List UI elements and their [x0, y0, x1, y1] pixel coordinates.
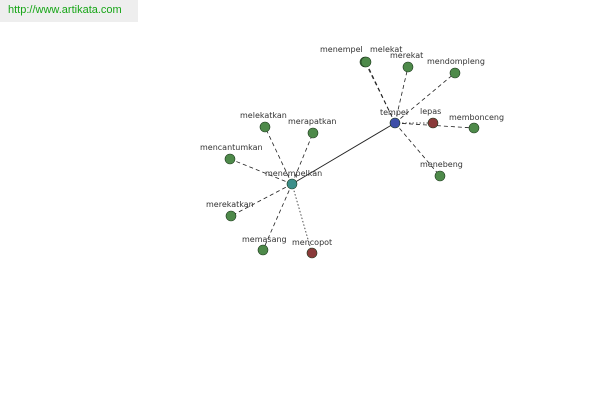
edge-menempelkan-melekatkan [264, 126, 293, 185]
node-mencopot[interactable] [306, 247, 318, 259]
edge-menempelkan-memasang [262, 183, 293, 251]
node-label-membonceng[interactable]: membonceng [449, 113, 504, 122]
node-label-menebeng[interactable]: menebeng [420, 160, 463, 169]
node-label-merekat[interactable]: merekat [390, 51, 423, 60]
site-url-link[interactable]: http://www.artikata.com [8, 4, 122, 16]
node-label-menempelkan[interactable]: menempelkan [265, 169, 322, 178]
edge-menempelkan-merekatkan [230, 183, 293, 217]
edge-tempel-menempel [364, 61, 396, 124]
node-membonceng[interactable] [468, 122, 480, 134]
node-label-merekatkan[interactable]: merekatkan [206, 200, 254, 209]
node-melekat[interactable] [360, 56, 372, 68]
node-merekatkan[interactable] [225, 210, 237, 222]
node-label-tempel[interactable]: tempel [380, 108, 408, 117]
node-label-lepas[interactable]: lepas [420, 107, 441, 116]
node-label-merapatkan[interactable]: merapatkan [288, 117, 337, 126]
node-menebeng[interactable] [434, 170, 446, 182]
node-lepas[interactable] [427, 117, 439, 129]
edge-tempel-melekat [365, 61, 396, 124]
node-label-melekatkan[interactable]: melekatkan [240, 111, 287, 120]
node-label-mencopot[interactable]: mencopot [292, 238, 332, 247]
edge-menempelkan-merapatkan [291, 132, 314, 185]
node-tempel[interactable] [389, 117, 401, 129]
node-melekatkan[interactable] [259, 121, 271, 133]
node-label-mendompleng[interactable]: mendompleng [427, 57, 485, 66]
url-banner: http://www.artikata.com [0, 0, 138, 22]
node-mencantumkan[interactable] [224, 153, 236, 165]
nodes-layer [224, 56, 480, 259]
node-merapatkan[interactable] [307, 127, 319, 139]
edge-tempel-merekat [394, 66, 409, 124]
edge-tempel-menebeng [394, 122, 441, 177]
node-menempelkan[interactable] [286, 178, 298, 190]
edge-tempel-membonceng [394, 122, 475, 129]
edges-layer [229, 61, 475, 254]
node-merekat[interactable] [402, 61, 414, 73]
edge-menempelkan-mencopot [291, 183, 313, 254]
edge-tempel-mendompleng [394, 72, 456, 124]
node-memasang[interactable] [257, 244, 269, 256]
node-label-memasang[interactable]: memasang [242, 235, 287, 244]
node-label-melekat[interactable]: melekat [370, 45, 402, 54]
edge-tempel-menempelkan [291, 122, 396, 185]
node-mendompleng[interactable] [449, 67, 461, 79]
node-label-menempel[interactable]: menempel [320, 45, 363, 54]
node-label-mencantumkan[interactable]: mencantumkan [200, 143, 263, 152]
